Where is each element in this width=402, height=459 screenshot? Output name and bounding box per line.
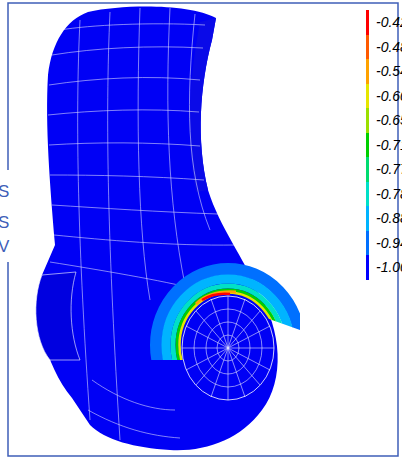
stress-contours	[156, 269, 300, 421]
color-bar-segment	[366, 157, 369, 182]
frame	[8, 3, 398, 456]
legend-value: -0.94	[376, 235, 402, 251]
legend-value: -1.00	[376, 259, 402, 275]
legend-item: -0.54	[364, 59, 402, 84]
legend-item: -0.42	[364, 10, 402, 35]
legend-value: -0.77	[376, 161, 402, 177]
legend-item: -0.48	[364, 35, 402, 60]
legend-item: -0.65	[364, 108, 402, 133]
color-bar-segment	[366, 35, 369, 60]
legend-item: -0.88	[364, 206, 402, 231]
axis-letter: V	[0, 238, 9, 255]
axis-letter: S	[0, 183, 9, 200]
color-bar-segment	[366, 206, 369, 231]
legend-value: -0.78	[376, 186, 402, 202]
color-bar-segment	[366, 84, 369, 109]
legend-item: -0.71	[364, 133, 402, 158]
legend-value: -0.60	[376, 88, 402, 104]
color-bar-segment	[366, 255, 369, 280]
legend-item: -0.94	[364, 231, 402, 256]
color-bar-segment	[366, 231, 369, 256]
legend-item: -0.78	[364, 182, 402, 207]
color-bar-segment	[366, 108, 369, 133]
legend-value: -0.54	[376, 63, 402, 79]
color-bar-segment	[366, 133, 369, 158]
legend-value: -0.48	[376, 39, 402, 55]
legend-item: -0.60	[364, 84, 402, 109]
color-bar-segment	[366, 59, 369, 84]
legend-item: -1.00	[364, 255, 402, 280]
legend-value: -0.42	[376, 14, 402, 30]
color-bar-segment	[366, 10, 369, 35]
axis-letter: S	[0, 214, 9, 231]
legend-item: -0.77	[364, 157, 402, 182]
legend-value: -0.88	[376, 210, 402, 226]
disc	[182, 296, 274, 400]
legend-value: -0.71	[376, 137, 402, 153]
color-bar-segment	[366, 182, 369, 207]
legend-value: -0.65	[376, 112, 402, 128]
part-body	[39, 7, 278, 451]
flange	[36, 272, 80, 360]
